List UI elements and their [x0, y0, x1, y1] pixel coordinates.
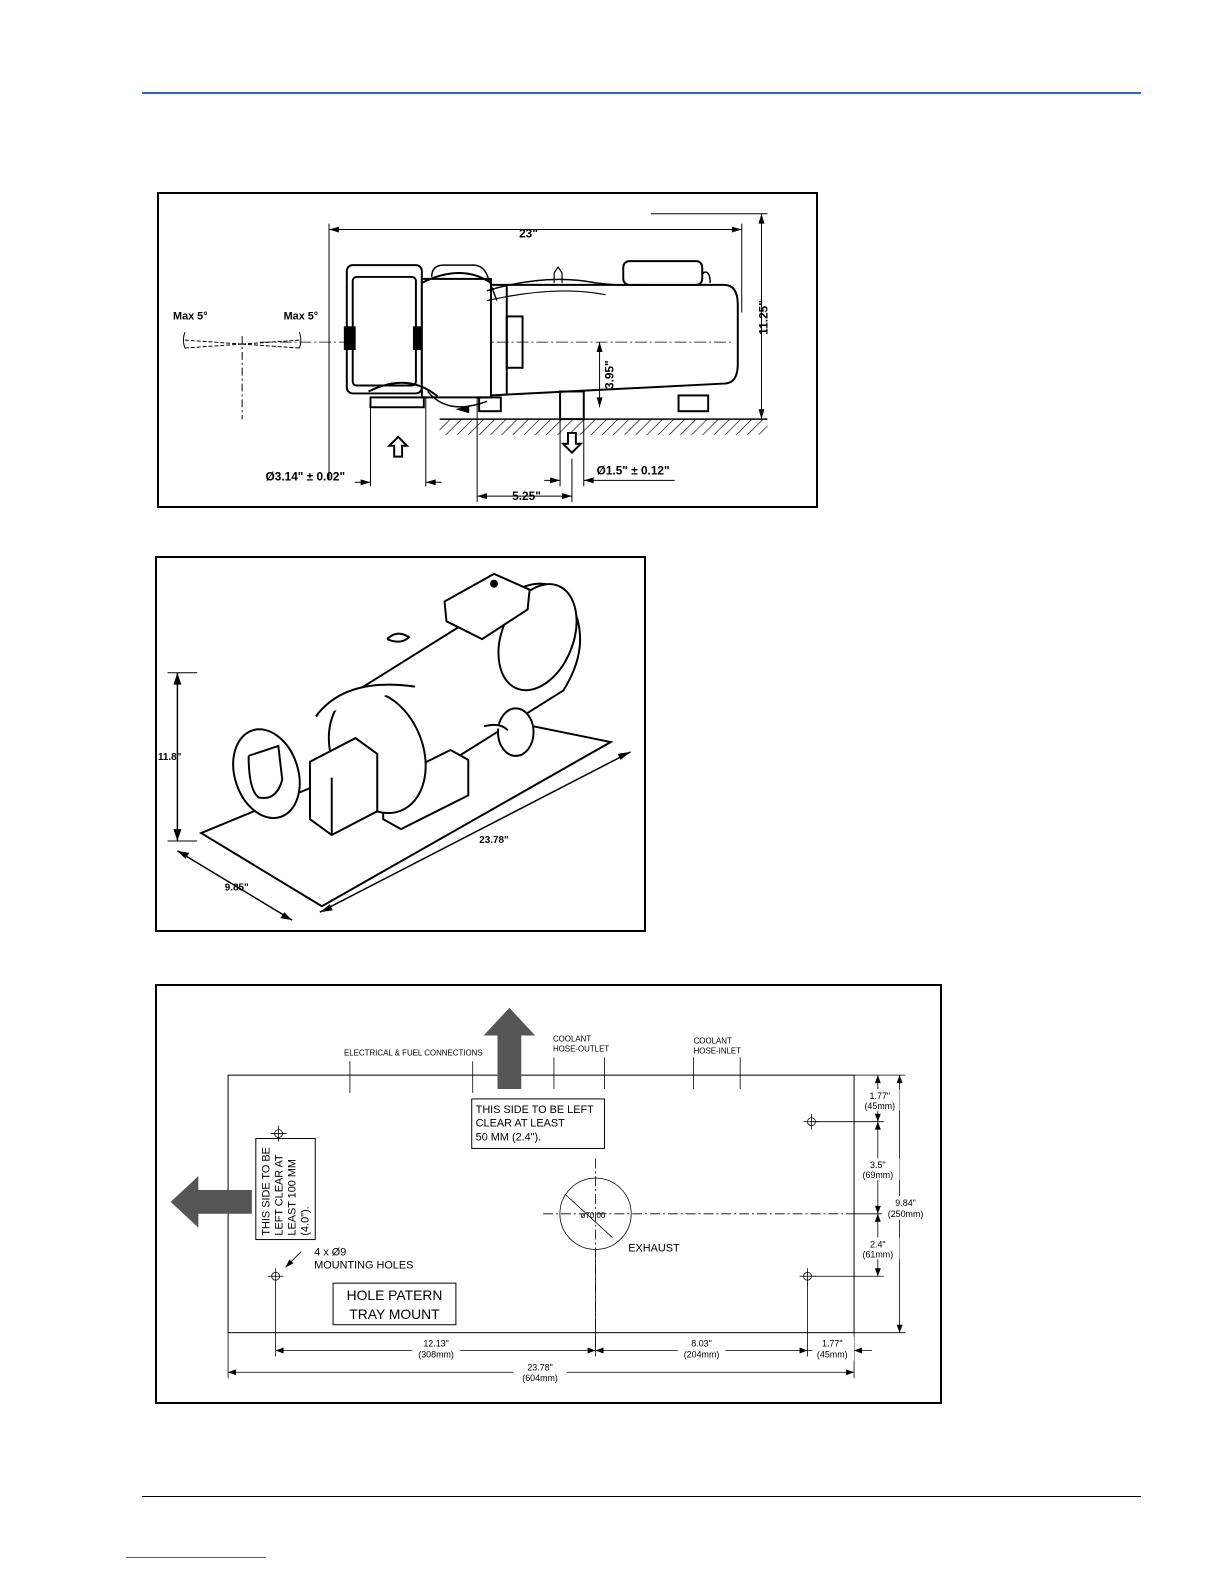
- coolant-inlet-label-2: HOSE-INLET: [694, 1046, 742, 1055]
- dim-total-in: 23.78": [527, 1362, 552, 1372]
- iso-width-dimension: 9.85": [225, 882, 249, 893]
- tilt-left-label: Max 5°: [173, 310, 208, 322]
- coolant-outlet-label-1: COOLANT: [553, 1034, 591, 1043]
- clearance-left-arrow-icon: [170, 1176, 252, 1228]
- top-clearance-note-1: THIS SIDE TO BE LEFT: [476, 1104, 594, 1116]
- dim-right-2-mm: (69mm): [862, 1170, 893, 1180]
- height-dimension: 11.25": [756, 300, 770, 335]
- dim-bottom-3-in: 1.77": [822, 1339, 843, 1349]
- coolant-outlet-label-2: HOSE-OUTLET: [553, 1044, 609, 1053]
- heater-isometric-outline: [198, 572, 614, 908]
- iso-length-dimension: 23.78": [479, 835, 509, 846]
- left-clearance-note-1: THIS SIDE TO BE: [261, 1147, 273, 1235]
- intake-arrow-icon: [386, 435, 410, 458]
- dim-total-mm: (604mm): [522, 1373, 558, 1383]
- footnote-rule: [126, 1557, 266, 1558]
- isometric-drawing: 11.8" 9.85" 23.78": [158, 572, 631, 921]
- footer-rule: [142, 1496, 1141, 1497]
- left-clearance-note-4: (4.0").: [299, 1206, 311, 1235]
- isometric-view-diagram: 11.8" 9.85" 23.78": [155, 556, 646, 932]
- tilt-symbol: [182, 332, 302, 420]
- tilt-right-label: Max 5°: [284, 310, 319, 322]
- dim-right-1-in: 1.77": [870, 1091, 891, 1101]
- dim-bottom-1-mm: (308mm): [418, 1349, 454, 1359]
- mounting-hole: [267, 1268, 284, 1285]
- dim-right-4-in: 2.4": [870, 1239, 886, 1249]
- electrical-label: ELECTRICAL & FUEL CONNECTIONS: [344, 1048, 483, 1057]
- left-clearance-note-3: LEAST 100 MM: [286, 1159, 298, 1236]
- exhaust-offset-dimension: 5.25": [512, 489, 541, 503]
- side-view-drawing: 23" 11.25" Max 5° Max 5°: [173, 213, 770, 503]
- header-rule: [142, 92, 1141, 94]
- dim-right-3-mm: (250mm): [888, 1209, 924, 1219]
- exhaust-diameter-dimension: Ø1.5" ± 0.12": [597, 463, 670, 477]
- side-view-diagram: 23" 11.25" Max 5° Max 5°: [157, 192, 818, 508]
- dim-right-2-in: 3.5": [870, 1160, 886, 1170]
- mounting-holes: [267, 1113, 820, 1285]
- mounting-hole: [270, 1125, 287, 1142]
- axis-height-dimension: 3.95": [602, 360, 616, 389]
- hole-pattern-title-2: TRAY MOUNT: [349, 1306, 440, 1322]
- left-clearance-note-2: LEFT CLEAR AT: [274, 1154, 286, 1236]
- length-dimension: 23": [519, 226, 538, 240]
- dim-right-4-mm: (61mm): [862, 1249, 893, 1259]
- ground-hatch: [439, 419, 768, 435]
- iso-height-dimension: 11.8": [158, 752, 182, 763]
- exhaust-diameter-label: ø70.00: [581, 1211, 606, 1220]
- dim-bottom-2-in: 8.03": [691, 1339, 712, 1349]
- coolant-inlet-label-1: COOLANT: [694, 1036, 732, 1045]
- exhaust-arrow-icon: [560, 431, 584, 455]
- hole-pattern-drawing: ELECTRICAL & FUEL CONNECTIONS COOLANT HO…: [170, 1007, 930, 1385]
- dim-right-3-in: 9.84": [895, 1198, 916, 1208]
- mounting-holes-label-1: 4 x Ø9: [314, 1246, 346, 1258]
- dim-bottom-1-in: 12.13": [423, 1339, 448, 1349]
- hole-pattern-diagram: ELECTRICAL & FUEL CONNECTIONS COOLANT HO…: [155, 984, 942, 1404]
- dim-bottom-3-mm: (45mm): [817, 1349, 848, 1359]
- heater-side-outline: [343, 260, 739, 421]
- top-clearance-note-2: CLEAR AT LEAST: [476, 1118, 565, 1130]
- intake-diameter-dimension: Ø3.14" ± 0.02": [266, 469, 346, 483]
- dim-right-1-mm: (45mm): [864, 1101, 895, 1111]
- hole-pattern-title-1: HOLE PATERN: [347, 1287, 443, 1303]
- top-clearance-note-3: 50 MM (2.4").: [476, 1132, 541, 1144]
- dim-bottom-2-mm: (204mm): [684, 1349, 720, 1359]
- clearance-up-arrow-icon: [483, 1007, 536, 1090]
- exhaust-label: EXHAUST: [628, 1242, 680, 1254]
- mounting-holes-label-2: MOUNTING HOLES: [314, 1259, 413, 1271]
